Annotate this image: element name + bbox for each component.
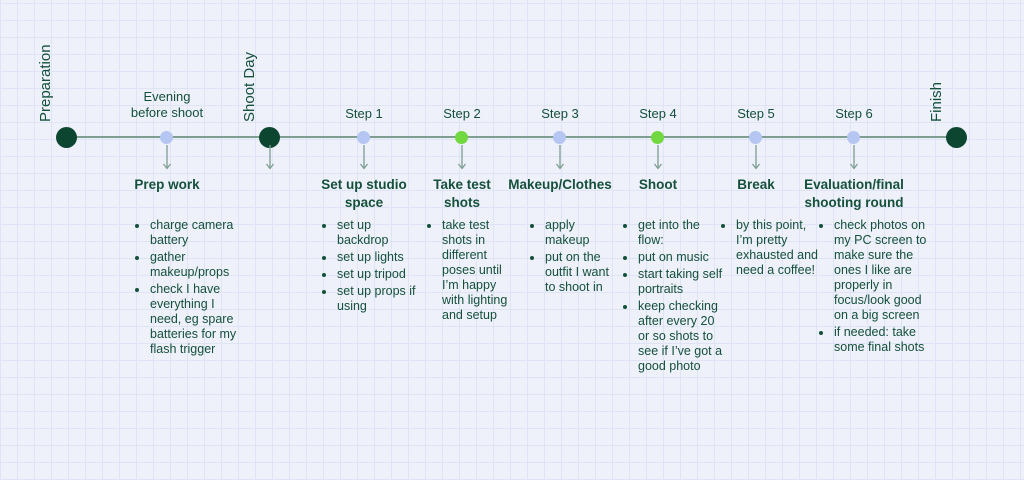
step-dot-4 xyxy=(651,131,664,144)
down-arrow-icon xyxy=(457,145,467,170)
bullet-list-test-shots: take test shots in different poses until… xyxy=(425,218,515,325)
bullet-item: set up tripod xyxy=(336,267,418,282)
step-dot-3 xyxy=(553,131,566,144)
column-title-setup-studio: Set up studio space xyxy=(321,177,407,210)
bullet-list-break: by this point, I’m pretty exhausted and … xyxy=(719,218,821,280)
step-label-evening: Evening before shoot xyxy=(130,89,204,120)
bullet-item: put on the outfit I want to shoot in xyxy=(544,250,618,295)
down-arrow-icon xyxy=(265,145,275,170)
column-title-prep-work: Prep work xyxy=(134,177,200,192)
step-label-2: Step 2 xyxy=(443,106,481,121)
column-title-shoot: Shoot xyxy=(638,177,678,192)
step-label-5: Step 5 xyxy=(737,106,775,121)
step-dot-5 xyxy=(749,131,762,144)
bullet-item: set up backdrop xyxy=(336,218,418,248)
bullet-item: check photos on my PC screen to make sur… xyxy=(833,218,935,323)
down-arrow-icon xyxy=(653,145,663,170)
bullet-item: keep checking after every 20 or so shots… xyxy=(637,299,725,374)
step-dot-1 xyxy=(357,131,370,144)
step-dot-2 xyxy=(455,131,468,144)
column-title-break: Break xyxy=(737,177,775,192)
down-arrow-icon xyxy=(849,145,859,170)
timeline-line xyxy=(66,136,957,138)
milestone-dot-finish xyxy=(946,127,967,148)
down-arrow-icon xyxy=(555,145,565,170)
step-dot-6 xyxy=(847,131,860,144)
bullet-item: take test shots in different poses until… xyxy=(441,218,515,323)
bullet-item: check I have everything I need, eg spare… xyxy=(149,282,241,357)
bullet-item: apply makeup xyxy=(544,218,618,248)
step-label-4: Step 4 xyxy=(639,106,677,121)
milestone-label-shoot-day: Shoot Day xyxy=(241,51,258,122)
bullet-list-evaluation: check photos on my PC screen to make sur… xyxy=(817,218,935,357)
bullet-item: if needed: take some final shots xyxy=(833,325,935,355)
bullet-item: charge camera battery xyxy=(149,218,241,248)
bullet-list-makeup-clothes: apply makeup put on the outfit I want to… xyxy=(528,218,618,297)
bullet-item: gather makeup/props xyxy=(149,250,241,280)
bullet-item: start taking self portraits xyxy=(637,267,725,297)
down-arrow-icon xyxy=(162,145,172,170)
bullet-list-setup-studio: set up backdrop set up lights set up tri… xyxy=(320,218,418,316)
bullet-item: set up props if using xyxy=(336,284,418,314)
step-label-1: Step 1 xyxy=(345,106,383,121)
bullet-item: set up lights xyxy=(336,250,418,265)
bullet-item: by this point, I’m pretty exhausted and … xyxy=(735,218,821,278)
column-title-test-shots: Take test shots xyxy=(433,177,491,210)
bullet-list-shoot: get into the flow: put on music start ta… xyxy=(621,218,725,376)
bullet-item: get into the flow: xyxy=(637,218,725,248)
down-arrow-icon xyxy=(359,145,369,170)
bullet-list-prep-work: charge camera battery gather makeup/prop… xyxy=(133,218,241,359)
column-title-evaluation: Evaluation/final shooting round xyxy=(804,177,904,210)
milestone-label-preparation: Preparation xyxy=(37,44,54,122)
milestone-dot-preparation xyxy=(56,127,77,148)
down-arrow-icon xyxy=(751,145,761,170)
milestone-dot-shoot-day xyxy=(259,127,280,148)
step-label-3: Step 3 xyxy=(541,106,579,121)
step-label-6: Step 6 xyxy=(835,106,873,121)
milestone-label-finish: Finish xyxy=(928,81,945,122)
column-title-makeup-clothes: Makeup/Clothes xyxy=(508,177,612,192)
bullet-item: put on music xyxy=(637,250,725,265)
step-dot-evening xyxy=(160,131,173,144)
